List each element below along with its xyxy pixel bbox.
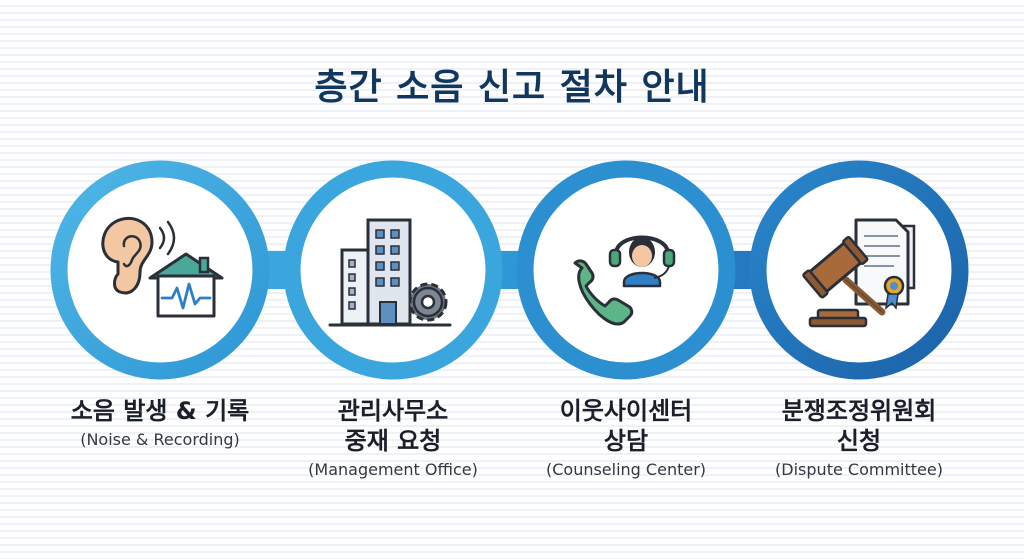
step-3-label: 이웃사이센터 상담 (Counseling Center) [506,396,746,481]
step-4-label: 분쟁조정위원회 신청 (Dispute Committee) [739,396,979,481]
step-2-label: 관리사무소 중재 요청 (Management Office) [273,396,513,481]
step-1-subtitle: (Noise & Recording) [80,430,240,449]
phone-headset-agent-icon [573,235,676,326]
step-3-name-line-2: 상담 [603,427,649,455]
step-2-name-line-1: 관리사무소 [337,397,449,425]
gavel-document-icon [802,218,916,328]
step-4-name-line-1: 분쟁조정위원회 [781,397,937,425]
step-4-name-line-2: 신청 [836,427,882,455]
step-3-name-line-1: 이웃사이센터 [559,397,693,425]
process-flow [50,160,969,380]
step-4-subtitle: (Dispute Committee) [775,460,943,479]
step-1-label: 소음 발생 & 기록 (Noise & Recording) [40,396,280,451]
step-2-subtitle: (Management Office) [308,460,478,479]
ear-house-heartbeat-icon [101,216,224,318]
step-2-name-line-2: 중재 요청 [344,427,442,455]
step-1-name: 소음 발생 & 기록 [70,397,250,425]
step-3-subtitle: (Counseling Center) [545,460,707,479]
building-gear-icon [328,218,452,327]
page-title: 층간 소음 신고 절차 안내 [314,67,710,108]
step-ring-3 [516,160,736,380]
